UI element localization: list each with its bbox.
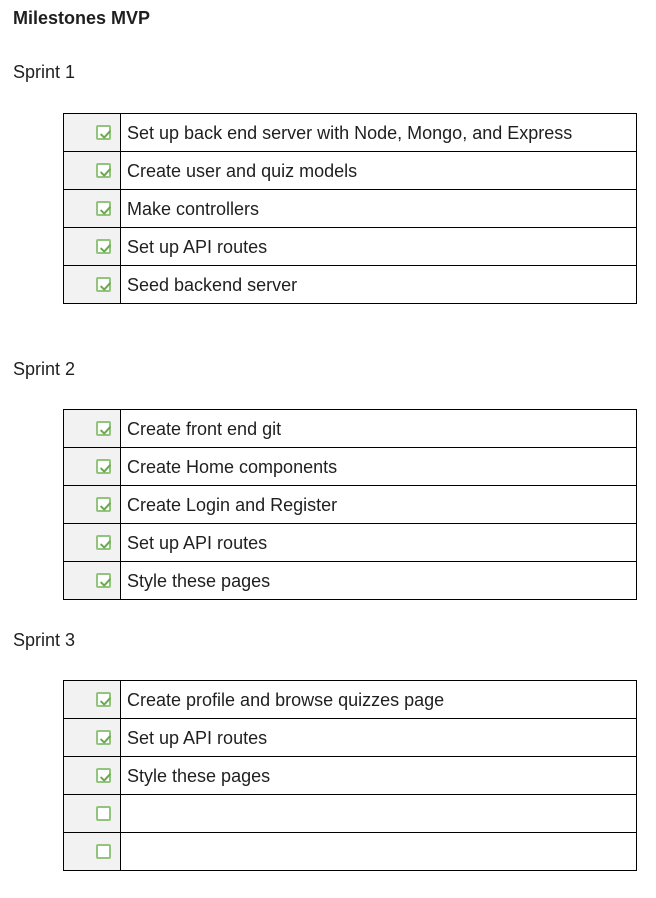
task-row: Seed backend server <box>63 265 637 304</box>
task-row: Set up API routes <box>63 523 637 562</box>
checkbox-cell[interactable] <box>63 227 121 266</box>
checkbox-checked-icon[interactable] <box>96 572 111 588</box>
sprint-label: Sprint 3 <box>13 630 76 650</box>
checkbox-cell[interactable] <box>63 561 121 600</box>
checkbox-cell[interactable] <box>63 151 121 190</box>
checkbox-checked-icon[interactable] <box>96 691 111 707</box>
sprint-section-1: Sprint 1 Set up back end server with Nod… <box>13 62 656 304</box>
checkbox-checked-icon[interactable] <box>96 200 111 216</box>
checkbox-unchecked-icon[interactable] <box>96 843 111 859</box>
task-text: Create front end git <box>120 409 637 448</box>
checkbox-checked-icon[interactable] <box>96 238 111 254</box>
checkbox-cell[interactable] <box>63 718 121 757</box>
task-row: Style these pages <box>63 561 637 600</box>
checkbox-checked-icon[interactable] <box>96 162 111 178</box>
task-text: Create Home components <box>120 447 637 486</box>
sprint-label: Sprint 2 <box>13 359 76 379</box>
checkbox-cell[interactable] <box>63 680 121 719</box>
task-text: Style these pages <box>120 561 637 600</box>
checkbox-cell[interactable] <box>63 189 121 228</box>
task-row: Set up API routes <box>63 718 637 757</box>
task-text <box>120 832 637 871</box>
task-text: Seed backend server <box>120 265 637 304</box>
task-text: Style these pages <box>120 756 637 795</box>
checkbox-unchecked-icon[interactable] <box>96 805 111 821</box>
checkbox-checked-icon[interactable] <box>96 420 111 436</box>
task-row: Style these pages <box>63 756 637 795</box>
task-row: Create front end git <box>63 409 637 448</box>
task-row: Create Home components <box>63 447 637 486</box>
sprint-section-2: Sprint 2 Create front end git Create Hom… <box>13 359 656 600</box>
task-table: Create profile and browse quizzes page S… <box>63 680 637 871</box>
task-row: Set up API routes <box>63 227 637 266</box>
checkbox-checked-icon[interactable] <box>96 458 111 474</box>
task-text: Make controllers <box>120 189 637 228</box>
task-row: Create profile and browse quizzes page <box>63 680 637 719</box>
task-text: Create Login and Register <box>120 485 637 524</box>
task-table-body: Create profile and browse quizzes page S… <box>63 680 637 871</box>
task-table-body: Create front end git Create Home compone… <box>63 409 637 600</box>
task-text: Create user and quiz models <box>120 151 637 190</box>
task-table-body: Set up back end server with Node, Mongo,… <box>63 113 637 304</box>
task-row <box>63 794 637 833</box>
task-text: Create profile and browse quizzes page <box>120 680 637 719</box>
task-row: Create Login and Register <box>63 485 637 524</box>
task-text: Set up API routes <box>120 718 637 757</box>
task-text: Set up back end server with Node, Mongo,… <box>120 113 637 152</box>
checkbox-cell[interactable] <box>63 523 121 562</box>
checkbox-checked-icon[interactable] <box>96 496 111 512</box>
sprints-container: Sprint 1 Set up back end server with Nod… <box>13 62 656 871</box>
checkbox-checked-icon[interactable] <box>96 534 111 550</box>
page-title: Milestones MVP <box>13 8 151 28</box>
task-row: Set up back end server with Node, Mongo,… <box>63 113 637 152</box>
checkbox-cell[interactable] <box>63 756 121 795</box>
checkbox-cell[interactable] <box>63 485 121 524</box>
checkbox-cell[interactable] <box>63 409 121 448</box>
checkbox-cell[interactable] <box>63 265 121 304</box>
checkbox-cell[interactable] <box>63 447 121 486</box>
document: Milestones MVP Sprint 1 Set up back end … <box>13 8 656 871</box>
checkbox-cell[interactable] <box>63 794 121 833</box>
checkbox-checked-icon[interactable] <box>96 276 111 292</box>
task-text <box>120 794 637 833</box>
task-row <box>63 832 637 871</box>
checkbox-cell[interactable] <box>63 113 121 152</box>
checkbox-checked-icon[interactable] <box>96 767 111 783</box>
task-table: Set up back end server with Node, Mongo,… <box>63 113 637 304</box>
sprint-section-3: Sprint 3 Create profile and browse quizz… <box>13 630 656 871</box>
task-table: Create front end git Create Home compone… <box>63 409 637 600</box>
task-text: Set up API routes <box>120 523 637 562</box>
task-row: Create user and quiz models <box>63 151 637 190</box>
task-row: Make controllers <box>63 189 637 228</box>
checkbox-cell[interactable] <box>63 832 121 871</box>
task-text: Set up API routes <box>120 227 637 266</box>
checkbox-checked-icon[interactable] <box>96 729 111 745</box>
sprint-label: Sprint 1 <box>13 62 76 82</box>
checkbox-checked-icon[interactable] <box>96 124 111 140</box>
